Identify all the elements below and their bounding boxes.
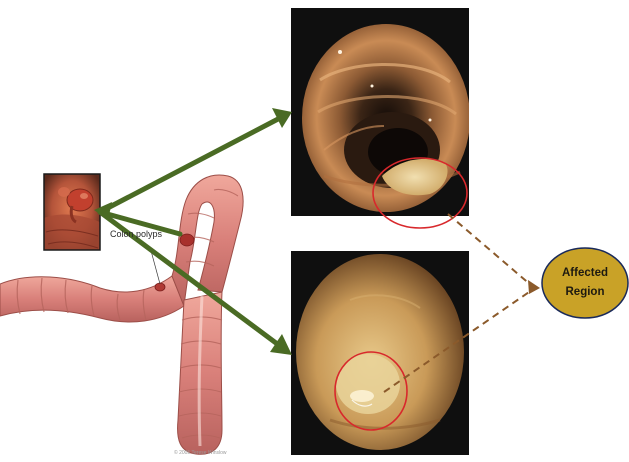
affected-region-line1: Affected	[541, 264, 629, 283]
endoscopy-image-bottom	[291, 251, 469, 455]
endoscopy-image-top	[291, 8, 470, 228]
affected-region-label: Affected Region	[541, 264, 629, 302]
transverse-colon	[0, 276, 184, 322]
polyp-marker	[155, 283, 165, 291]
polyp-marker	[180, 234, 194, 246]
affected-region-line2: Region	[541, 283, 629, 302]
copyright-text: © 2005 Terese Winslow	[174, 450, 227, 456]
colon-polyps-label: Colon polyps	[110, 229, 162, 239]
polyp-inset	[44, 174, 100, 250]
connector-arrowhead	[528, 280, 540, 294]
